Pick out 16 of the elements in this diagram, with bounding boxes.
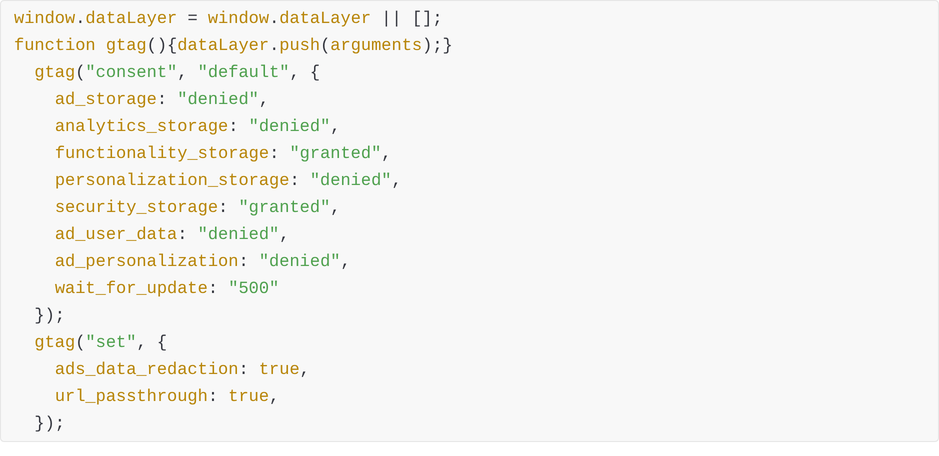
code-line: gtag("consent", "default", { [33,63,320,85]
code-line: }); [33,306,66,328]
code-line: gtag("set", { [33,333,168,355]
code-line: wait_for_update: "500" [54,279,280,301]
code-line: personalization_storage: "denied", [54,171,402,193]
code-line: ad_user_data: "denied", [54,225,290,247]
code-line: functionality_storage: "granted", [54,144,392,166]
code-line: ad_storage: "denied", [54,90,270,112]
code-line: window.dataLayer = window.dataLayer || []; [14,9,443,31]
code-line: }); [33,414,66,436]
code-line: function gtag(){dataLayer.push(arguments);} [14,36,453,58]
code-line: analytics_storage: "denied", [54,117,340,139]
code-line: ads_data_redaction: true, [54,360,310,382]
code-line: ad_personalization: "denied", [54,252,351,274]
code-line: url_passthrough: true, [54,387,280,409]
code-line: security_storage: "granted", [54,198,340,220]
